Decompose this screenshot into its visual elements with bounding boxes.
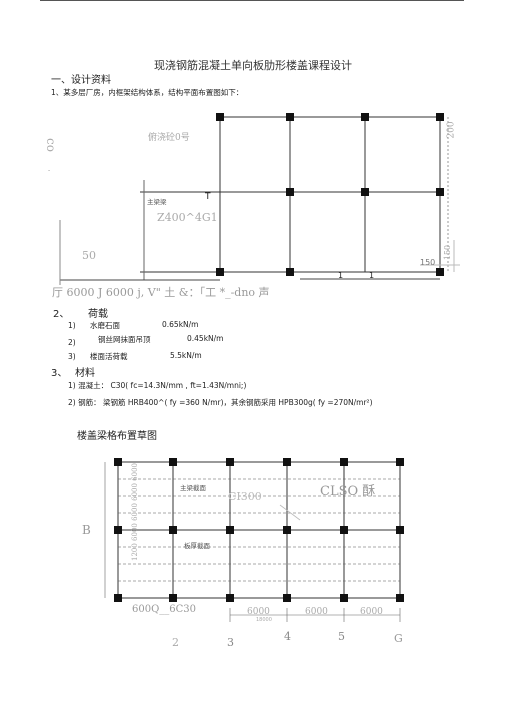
plan2-dim-3: 6000 [360,607,383,617]
plan2-dim-1: 6000 [247,607,270,617]
load-item-1-value: 0.65kN/m [162,320,199,329]
plan1-dim-150: 150 [420,258,436,267]
plan1-axis-1a: 1 [338,271,344,280]
plan1-dim-50: 50 [82,249,96,262]
document-title: 现浇钢筋混凝土单向板肋形楼盖课程设计 [154,59,352,72]
material-line-1: 1) 混凝土： C30( fc=14.3N/mm , ft=1.43N/mni;… [68,381,247,390]
section1-intro: 1、某多层厂房，内框架结构体系，结构平面布置图如下： [51,88,244,97]
plan2-left-dims: 1200 6000 6000 6000 6000 [130,463,139,561]
section2-heading: 荷载 [88,309,108,320]
load-item-1-num: 1) [68,321,76,330]
plan2-bottom-left: 600Q__6C30 [132,604,197,615]
plan2-axis-4: 4 [284,630,291,643]
plan1-label-beam: 主梁梁 [147,198,167,206]
section1-heading: 一、设计资料 [51,75,111,86]
plan2-label-ci: CI300 [228,490,262,503]
load-item-2-label: 钢丝网抹面吊顶 [98,335,151,344]
plan1-label-z: Z400^4G1 [157,211,218,224]
plan2-axis-2: 2 [172,636,179,649]
load-item-1-label: 水磨石面 [90,321,120,330]
section3-heading: 材料 [75,368,95,379]
plan1-bottom-scan: 厅 6000 J 6000 j, V" 土 &：「工 *_-dno 声 [52,286,270,299]
plan2-caption: 楼盖梁格布置草图 [77,431,157,442]
load-item-2-num: 2) [68,338,76,347]
section3-heading-num: 3、 [51,368,68,379]
plan1-scan-left-mid: . [48,165,51,173]
load-item-2-value: 0.45kN/m [187,334,224,343]
plan2-label-b: B [82,523,91,537]
plan2-axis-5: 5 [338,630,345,643]
plan1-label-bldg: 俯浇砼0号 [148,133,190,143]
plan2-axis-g: G [394,632,403,645]
plan2-axis-3: 3 [227,636,234,649]
load-item-3-value: 5.5kN/m [170,351,202,360]
plan1-axis-1b: 1 [369,271,375,280]
header-rule [40,0,464,1]
plan2-dim-2: 6000 [305,607,328,617]
material-line-2: 2) 钢筋： 梁钢筋 HRB400^( fy =360 N/mr)，其余钢筋采用… [68,398,373,407]
load-item-3-label: 楼面活荷载 [90,352,128,361]
plan1-label-t: T [205,192,211,202]
plan2-dim-sub: 18000 [256,617,272,623]
section2-heading-num: 2、 [53,309,70,320]
load-item-3-num: 3) [68,352,76,361]
plan2-label-beam: 主梁截面 [180,484,206,492]
plan2-label-slab: 板厚截面 [184,542,210,550]
plan2-label-cl: CLSO 酥 [320,484,376,499]
